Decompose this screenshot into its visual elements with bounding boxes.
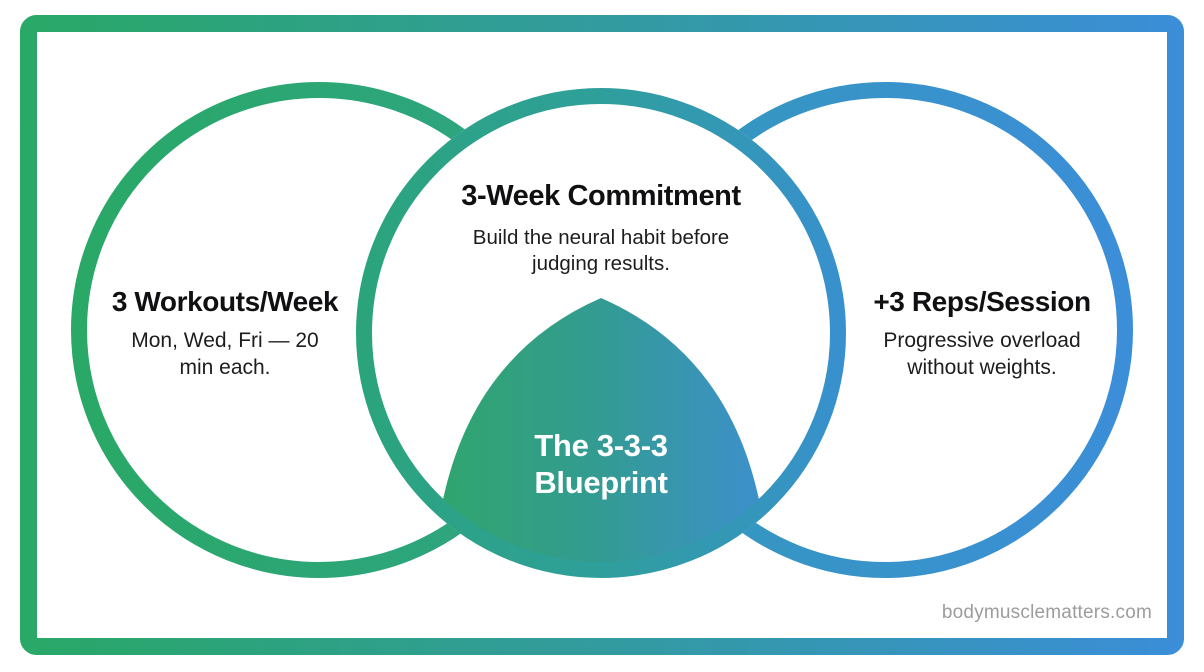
left-circle-description: Mon, Wed, Fri — 20 min each.	[75, 327, 375, 381]
core-shape	[440, 298, 762, 578]
left-circle-title: 3 Workouts/Week	[111, 286, 339, 317]
gradient-border-frame	[20, 15, 1184, 655]
right-circle-text: +3 Reps/Session Progressive overload wit…	[832, 286, 1132, 381]
center-circle-ring	[356, 88, 846, 578]
left-circle-desc-line2: min each.	[179, 356, 271, 380]
middle-circle-desc-line1: Build the neural habit before	[472, 226, 730, 250]
core-label-line2: Blueprint	[534, 465, 668, 500]
watermark-text: bodymusclematters.com	[941, 602, 1152, 623]
core-label-line1: The 3-3-3	[534, 428, 668, 463]
middle-circle-desc-line2: judging results.	[532, 252, 670, 276]
left-circle-text: 3 Workouts/Week Mon, Wed, Fri — 20 min e…	[75, 286, 375, 381]
core-shape-label: The 3-3-3 Blueprint	[451, 427, 751, 501]
right-circle-title: +3 Reps/Session	[873, 286, 1091, 317]
left-circle-desc-line1: Mon, Wed, Fri — 20	[131, 329, 319, 353]
right-circle-desc-line2: without weights.	[907, 356, 1057, 380]
right-circle-desc-line1: Progressive overload	[883, 329, 1081, 353]
right-circle-description: Progressive overload without weights.	[832, 327, 1132, 381]
middle-circle-title: 3-Week Commitment	[461, 180, 741, 212]
middle-circle-description: Build the neural habit before judging re…	[451, 225, 751, 277]
middle-circle-text: 3-Week Commitment Build the neural habit…	[451, 180, 751, 277]
